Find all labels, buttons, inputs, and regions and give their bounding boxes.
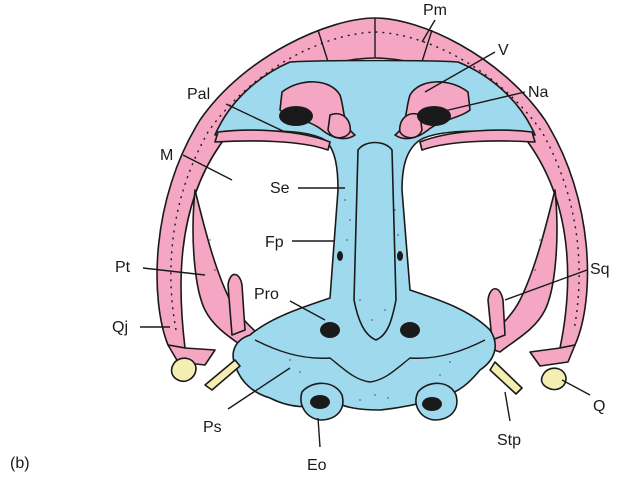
prootic-foramen-right bbox=[400, 322, 420, 338]
condyle-hole-right bbox=[422, 397, 442, 411]
label-na: Na bbox=[528, 84, 549, 101]
label-sq: Sq bbox=[590, 261, 610, 278]
label-ps: Ps bbox=[203, 419, 222, 436]
label-q: Q bbox=[593, 398, 605, 415]
condyle-hole-left bbox=[310, 395, 330, 409]
label-eo: Eo bbox=[307, 457, 327, 474]
label-qj: Qj bbox=[112, 319, 128, 336]
label-v: V bbox=[498, 42, 509, 59]
quadrate-right bbox=[542, 368, 566, 389]
quadrate-left bbox=[172, 358, 196, 381]
stapes-right bbox=[490, 362, 522, 394]
label-se: Se bbox=[270, 180, 290, 197]
foramen-right bbox=[397, 251, 403, 261]
quadratojugal-right bbox=[530, 345, 575, 366]
choana-right bbox=[417, 106, 451, 126]
frontoparietal bbox=[354, 143, 396, 341]
choana-left bbox=[279, 106, 313, 126]
stapes-left bbox=[205, 360, 240, 390]
foramen-left bbox=[337, 251, 343, 261]
label-pm: Pm bbox=[423, 2, 447, 19]
label-m: M bbox=[160, 147, 173, 164]
label-stp: Stp bbox=[497, 432, 521, 449]
squamosal-left bbox=[228, 274, 245, 335]
label-pro: Pro bbox=[254, 286, 279, 303]
label-pt: Pt bbox=[115, 259, 131, 276]
prootic-foramen-left bbox=[320, 322, 340, 338]
label-fp: Fp bbox=[265, 234, 284, 251]
label-pal: Pal bbox=[187, 86, 210, 103]
panel-label: (b) bbox=[10, 455, 30, 472]
